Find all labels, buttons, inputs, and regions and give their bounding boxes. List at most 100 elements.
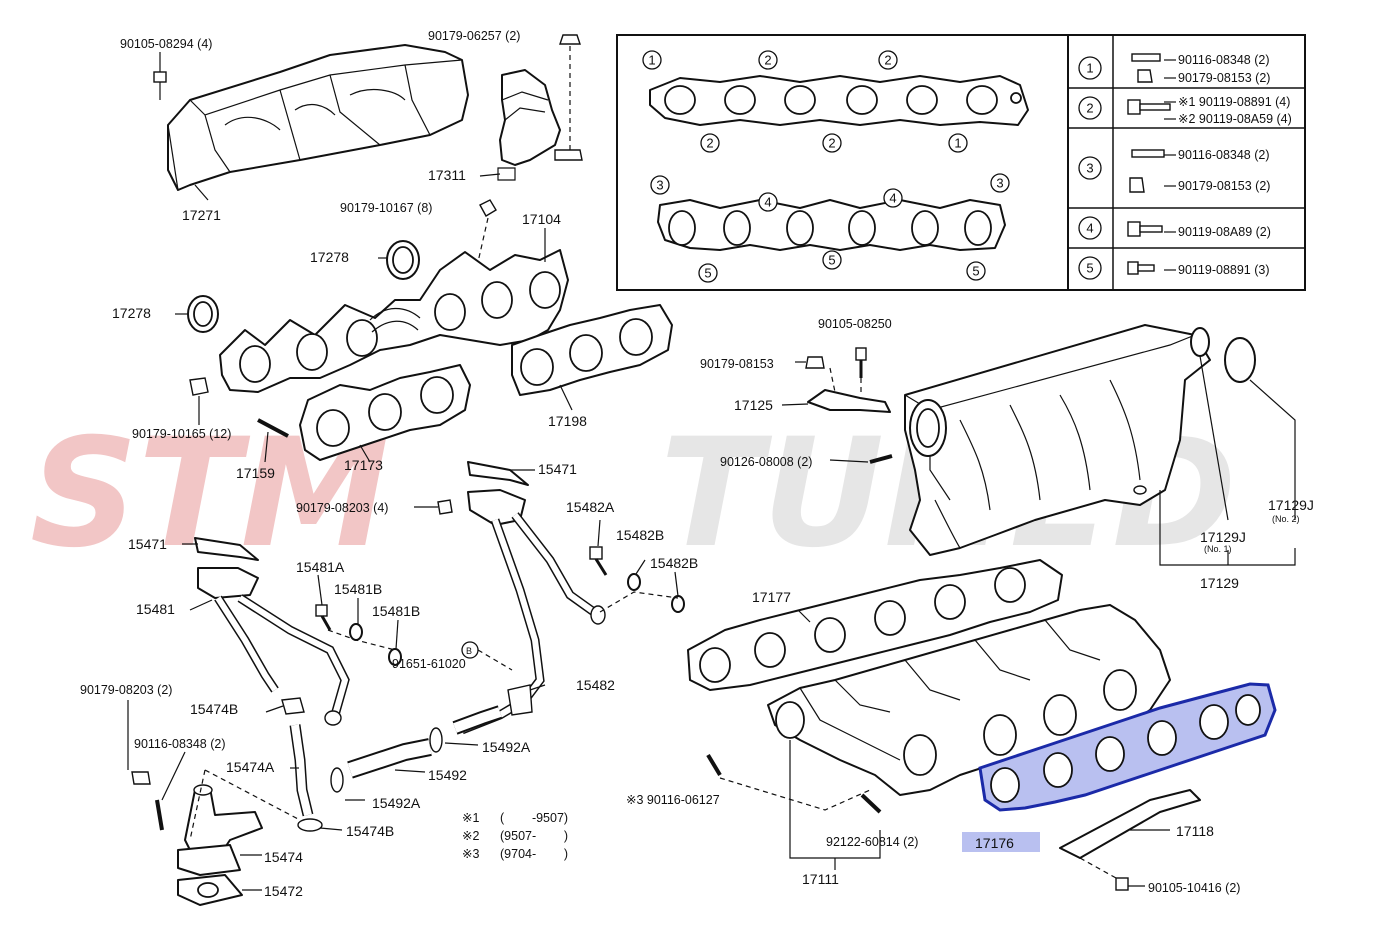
intake-gasket-17176[interactable]: [978, 682, 1277, 812]
label-90105-08294: 90105-08294 (4): [120, 37, 212, 51]
label-17118: 17118: [1176, 823, 1214, 839]
inset-table-row-5-num: 5: [1078, 256, 1102, 280]
label-90116-08348: 90116-08348 (2): [134, 737, 226, 751]
label-15492A-a: 15492A: [482, 739, 531, 755]
intake-manifold-17111[interactable]: [767, 604, 1171, 796]
bolt-90105-08294[interactable]: [153, 52, 167, 100]
inset-top-num-4-text: 2: [828, 136, 835, 151]
water-pipe-15482[interactable]: [460, 489, 606, 735]
stud-90116-08348[interactable]: [155, 799, 164, 831]
inset-table-row-1-part-1: 90116-08348 (2): [1178, 53, 1270, 67]
label-17104: 17104: [522, 211, 561, 227]
intake-gasket-17177[interactable]: [687, 559, 1063, 691]
inset-table-row-2-part-1: ※1 90119-08891 (4): [1178, 95, 1290, 109]
heat-insulator-17311[interactable]: [497, 69, 583, 181]
label-15474A: 15474A: [226, 759, 275, 775]
nut-90179-08203-lower[interactable]: [131, 771, 151, 785]
leader-lines: [127, 173, 1170, 891]
label-15482B-a: 15482B: [616, 527, 664, 543]
bolt-15482A[interactable]: [589, 546, 608, 576]
inset-table-row-2-part-2: ※2 90119-08A59 (4): [1178, 112, 1292, 126]
inset-bottom-num-3: 3: [990, 173, 1010, 193]
inset-bottom-num-1-text: 4: [764, 195, 771, 210]
hose-15474A[interactable]: [289, 724, 314, 817]
inset-bottom-num-1: 4: [758, 192, 778, 212]
gasket-ring-17278-b[interactable]: [187, 295, 219, 333]
hose-15474B[interactable]: [281, 697, 305, 715]
label-90179-10165: 90179-10165 (12): [132, 427, 231, 441]
label-15481: 15481: [136, 601, 175, 617]
stud-90126-08008[interactable]: [869, 454, 893, 464]
gasket-15472[interactable]: [177, 874, 243, 906]
inset-bottom-num-6-text: 5: [972, 264, 979, 279]
washer-15481B-a[interactable]: [349, 623, 363, 641]
gasket-ring-17278-a[interactable]: [386, 240, 420, 280]
clamp-15492A-b[interactable]: [330, 767, 344, 793]
stud-92122-60814[interactable]: [860, 793, 882, 814]
label-15471-b: 15471: [128, 536, 167, 552]
exhaust-manifold-17104[interactable]: [219, 249, 569, 393]
washer-15482B-b[interactable]: [671, 595, 685, 613]
label-15482: 15482: [576, 677, 615, 693]
inset-bottom-num-2-text: 4: [889, 191, 896, 206]
hose-15492[interactable]: [347, 705, 503, 779]
bolt-90105-08250[interactable]: [855, 347, 867, 378]
gasket-15471-upper[interactable]: [467, 461, 529, 486]
nut-90179-08153[interactable]: [805, 356, 825, 369]
bracket-17125[interactable]: [807, 389, 891, 413]
inset-table-row-3-part-2: 90179-08153 (2): [1178, 179, 1270, 193]
stud-17159[interactable]: [257, 418, 289, 438]
inset-top-num-3: 2: [700, 133, 720, 153]
inset-top-num-3-text: 2: [706, 136, 713, 151]
nut-90179-08203-upper[interactable]: [437, 499, 453, 515]
washer-15482B-a[interactable]: [627, 573, 641, 591]
nut-90179-06257[interactable]: [559, 34, 581, 150]
inset-table-row-4-part-1: 90119-08A89 (2): [1178, 225, 1271, 239]
label-90126-08008: 90126-08008 (2): [720, 455, 812, 469]
washer-15481B-b[interactable]: [388, 648, 402, 666]
inset-top-num-1: 2: [758, 50, 778, 70]
intake-air-chamber-17129[interactable]: [904, 324, 1211, 556]
gasket-15471-lower[interactable]: [194, 537, 259, 561]
label-17129J-2: 17129J: [1268, 497, 1314, 513]
nut-90179-10165[interactable]: [189, 377, 209, 396]
label-15474B-b: 15474B: [346, 823, 394, 839]
label-17129J-2-sub: (No. 2): [1272, 514, 1300, 524]
callout-b-text: B: [466, 646, 472, 656]
label-17129J-1-sub: (No. 1): [1204, 544, 1232, 554]
label-15472: 15472: [264, 883, 303, 899]
inset-table-row-1-part-2: 90179-08153 (2): [1178, 71, 1270, 85]
nut-90179-10167[interactable]: [477, 199, 497, 263]
date-notes: ※1 ( -9507) ※2 (9507- ) ※3 (9704- ): [462, 811, 568, 861]
label-15492: 15492: [428, 767, 467, 783]
bolt-90105-10416[interactable]: [1079, 857, 1129, 891]
label-15482B-b: 15482B: [650, 555, 698, 571]
label-17271: 17271: [182, 207, 221, 223]
stud-90116-06127[interactable]: [706, 753, 722, 777]
water-outlet-15474[interactable]: [177, 784, 263, 876]
plug-17129J-no2[interactable]: [1224, 337, 1256, 383]
label-90105-10416: 90105-10416 (2): [1148, 881, 1240, 895]
plug-17129J-no1[interactable]: [1190, 327, 1210, 357]
inset-bottom-num-2: 4: [883, 188, 903, 208]
label-17129J-1: 17129J: [1200, 529, 1246, 545]
label-15481B-b: 15481B: [372, 603, 420, 619]
heat-insulator-17271[interactable]: [167, 44, 469, 191]
water-pipe-15481[interactable]: [197, 567, 350, 726]
inset-table-row-2-num-text: 2: [1086, 101, 1093, 116]
exhaust-gasket-17198[interactable]: [511, 304, 673, 396]
inset-table-row-4-num-text: 4: [1086, 221, 1093, 236]
inset-table-row-5-part-1: 90119-08891 (3): [1178, 263, 1270, 277]
clamp-15474B-lower[interactable]: [297, 818, 323, 832]
bolt-15481A[interactable]: [315, 604, 332, 631]
label-15492A-b: 15492A: [372, 795, 421, 811]
clamp-15492A-a[interactable]: [429, 727, 443, 753]
exhaust-gasket-17173[interactable]: [299, 364, 471, 461]
note-3-text: (9704- ): [500, 847, 568, 861]
label-90179-08203-a: 90179-08203 (4): [296, 501, 388, 515]
label-17129: 17129: [1200, 575, 1239, 591]
inset-top-num-0: 1: [642, 50, 662, 70]
